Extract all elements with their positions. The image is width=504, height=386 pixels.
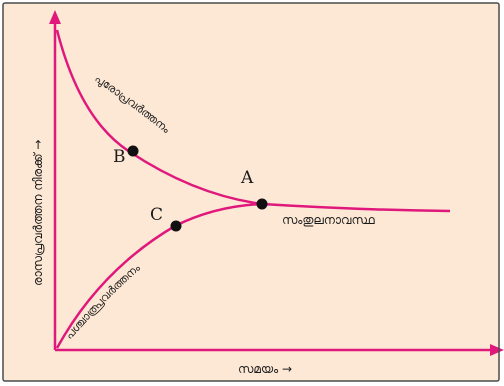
point-c-marker [170,220,182,232]
y-axis-title: രാസപ്രവർത്തന നിരക്ക് → [31,140,45,286]
point-a-label: A [240,168,254,188]
diagram-frame [2,2,500,382]
x-axis-title: സമയം → [238,362,292,376]
equilibrium-label: സംതുലനാവസ്ഥ [282,213,375,227]
forward-reaction-curve [55,29,451,213]
point-c-label: C [150,205,163,225]
point-b-marker [127,145,139,157]
point-b-label: B [113,147,126,167]
diagram-background [3,3,499,381]
backward-reaction-curve [55,202,263,349]
point-a-marker [256,198,268,210]
y-axis-arrowhead [49,10,61,24]
x-axis-arrowhead [490,344,504,356]
